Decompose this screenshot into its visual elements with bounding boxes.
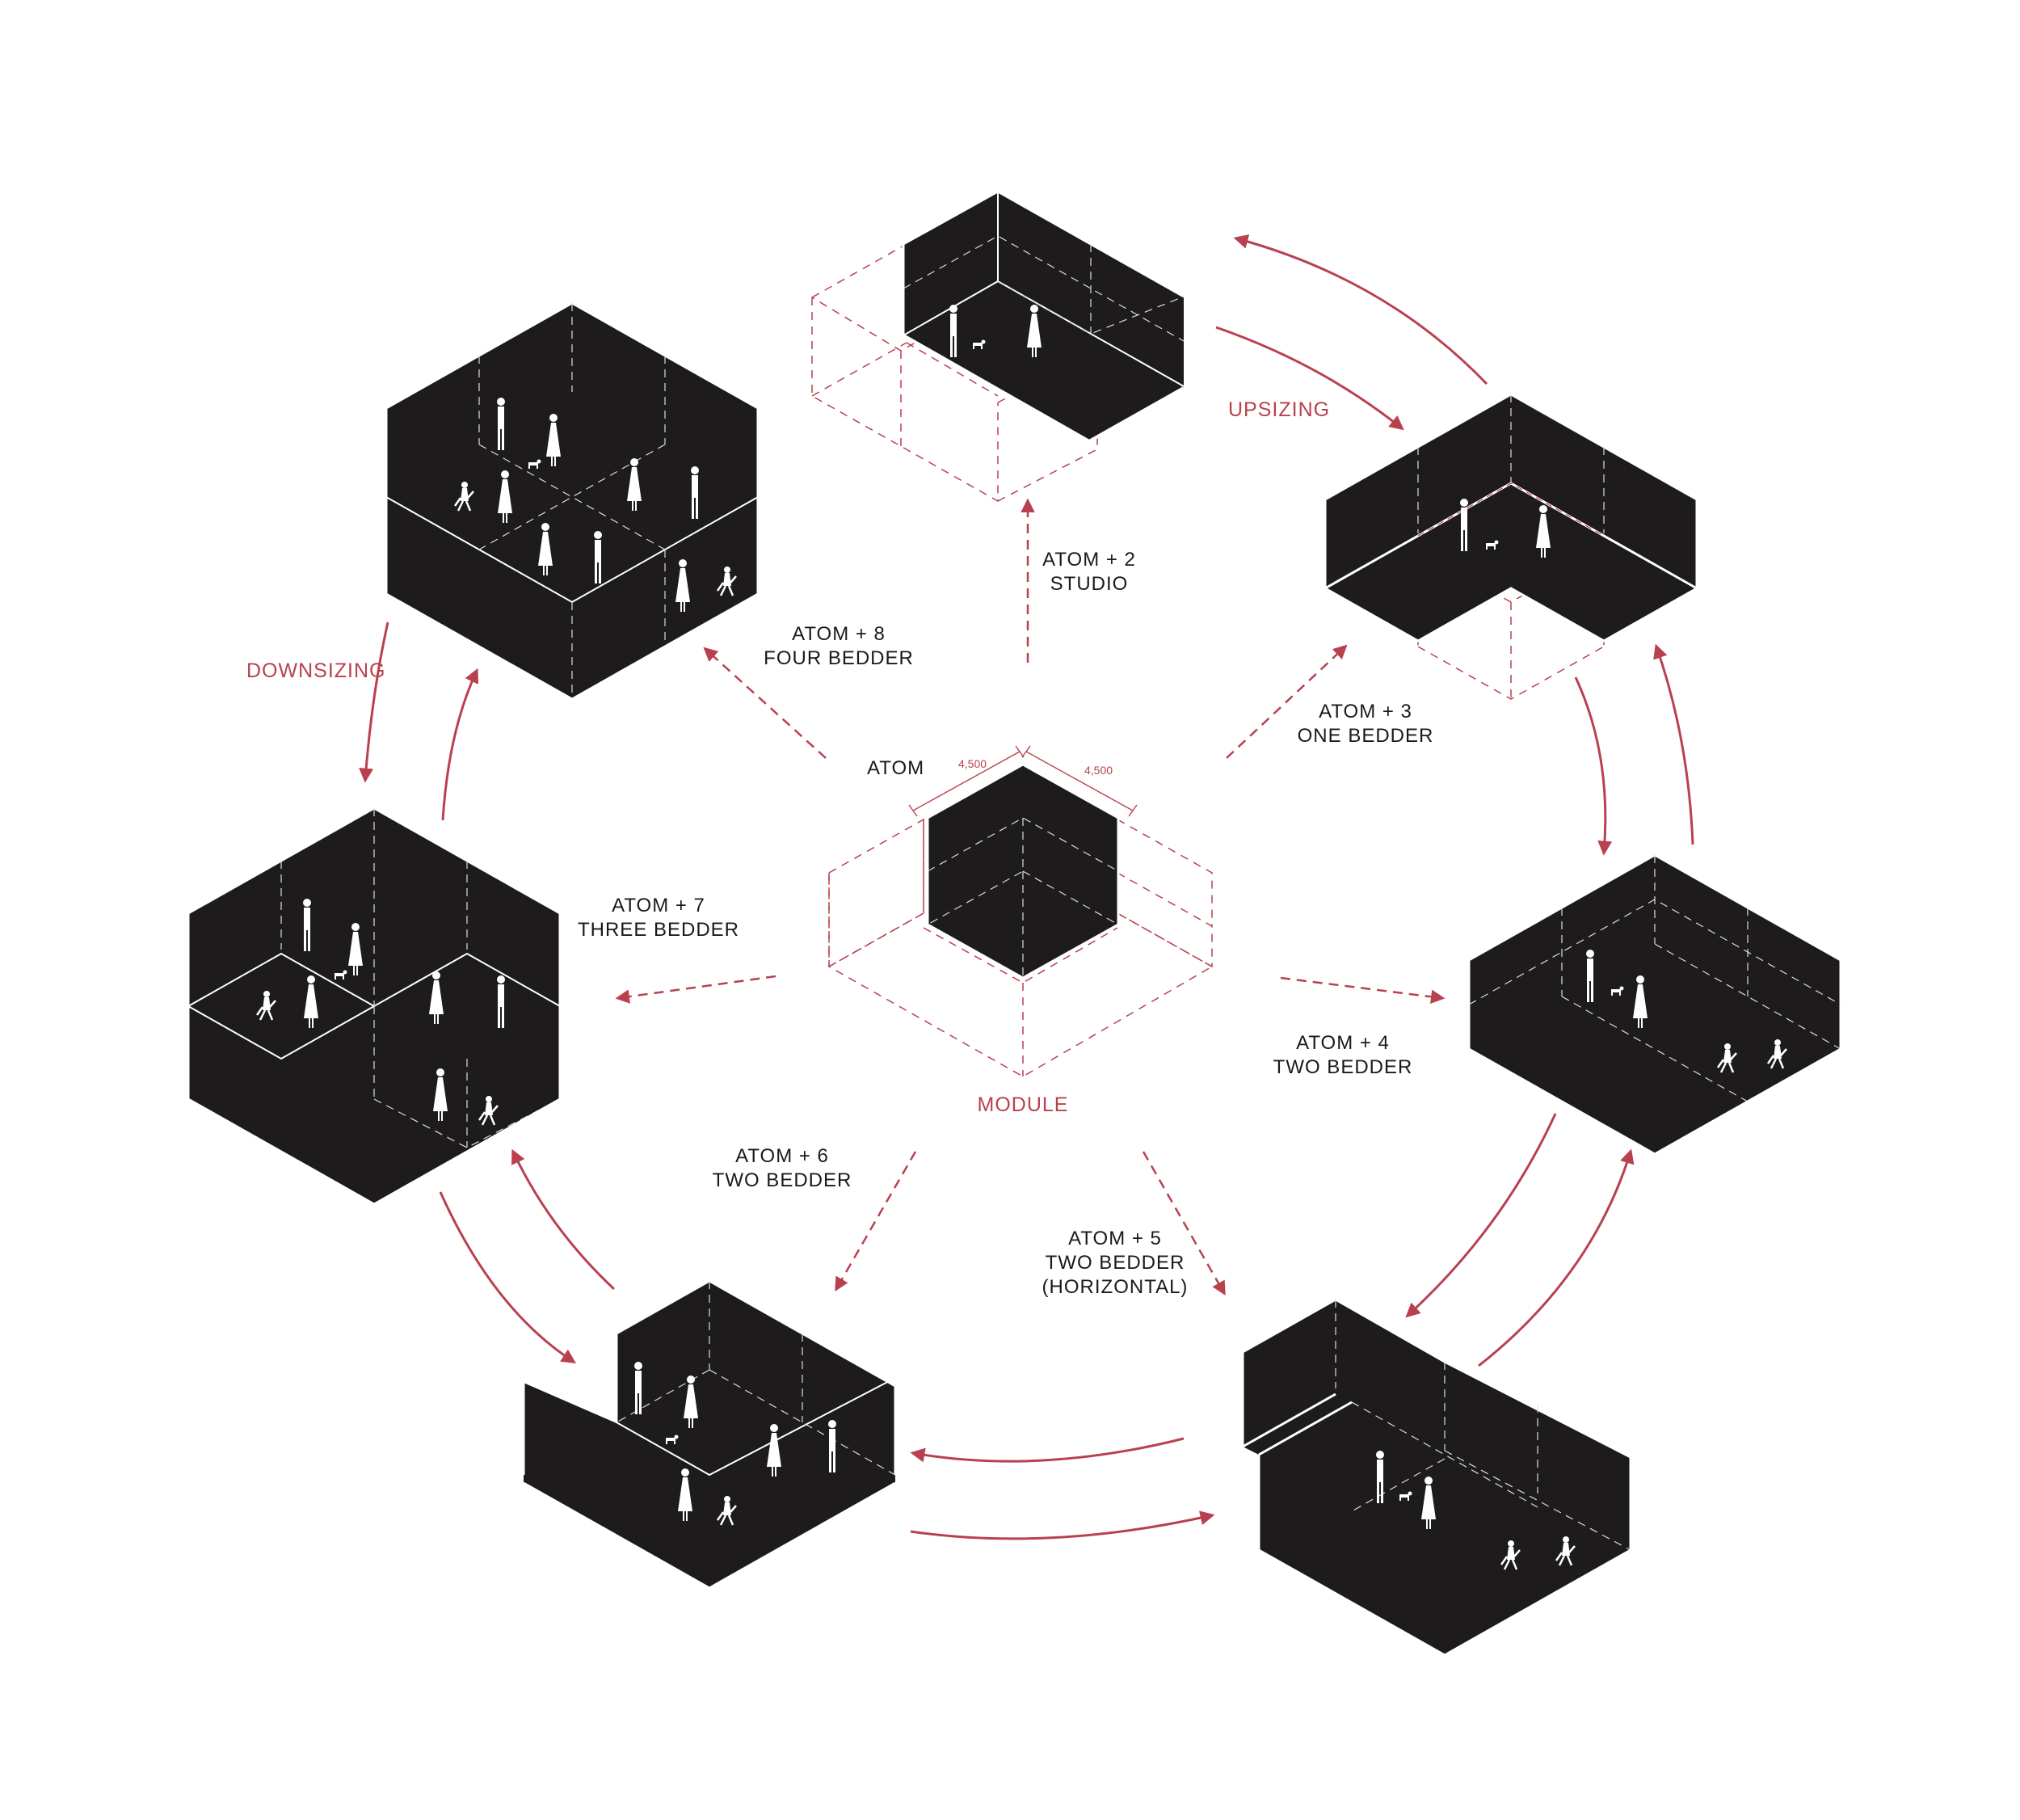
arrow-down-four-to-three xyxy=(359,621,389,783)
dim-left-label: 4,500 xyxy=(958,757,987,770)
arrow-to-four-bedder xyxy=(703,647,827,759)
label-atom-plus-7-line1: ATOM + 7 xyxy=(612,895,705,916)
label-atom-plus-8: ATOM + 8 FOUR BEDDER xyxy=(764,623,914,669)
label-atom-plus-6-line1: ATOM + 6 xyxy=(735,1145,829,1167)
arrow-to-two-bedder xyxy=(1280,976,1446,1004)
unit-two-bedder-volume xyxy=(1467,853,1842,1156)
arrow-to-one-bedder xyxy=(1226,644,1348,759)
atom-label: ATOM xyxy=(867,757,924,779)
arrow-up-horizontal-to-l xyxy=(910,1437,1185,1463)
label-atom-plus-7: ATOM + 7 THREE BEDDER xyxy=(578,895,739,941)
upsizing-label: UPSIZING xyxy=(1228,398,1330,421)
unit-two-bedder-l-volume xyxy=(522,1279,897,1590)
label-atom-plus-2: ATOM + 2 STUDIO xyxy=(1042,549,1136,595)
radial-arrows xyxy=(615,498,1446,1296)
dim-line-left xyxy=(912,751,1021,811)
dim-right-label: 4,500 xyxy=(1084,764,1113,777)
arrow-up-one-to-two xyxy=(1574,676,1613,856)
cycle-arrows xyxy=(359,234,1694,1540)
label-atom-plus-3-line2: ONE BEDDER xyxy=(1298,725,1434,747)
arrow-up-three-to-four xyxy=(441,668,479,821)
unit-three-bedder-volume xyxy=(187,807,562,1206)
arrow-down-three-to-l xyxy=(439,1191,577,1363)
unit-one-bedder-volume xyxy=(1324,393,1698,700)
label-atom-plus-4: ATOM + 4 TWO BEDDER xyxy=(1273,1032,1413,1078)
label-atom-plus-2-line2: STUDIO xyxy=(1050,573,1129,595)
label-atom-plus-6-line2: TWO BEDDER xyxy=(713,1169,852,1191)
arrow-up-l-to-three xyxy=(511,1148,616,1291)
arrow-up-studio-to-one xyxy=(1215,326,1404,431)
label-atom-plus-7-line2: THREE BEDDER xyxy=(578,919,739,941)
arrow-down-horizontal-to-two xyxy=(1478,1148,1635,1367)
arrow-up-two-to-horizontal xyxy=(1405,1113,1557,1318)
arrow-to-two-bedder-l xyxy=(835,1151,917,1292)
arrow-down-two-to-one xyxy=(1653,643,1694,845)
center-atom-group: 4,500 4,500 ATOM MODULE xyxy=(828,745,1213,1116)
label-atom-plus-6: ATOM + 6 TWO BEDDER xyxy=(713,1145,852,1191)
label-atom-plus-5-line1: ATOM + 5 xyxy=(1068,1228,1162,1249)
unit-two-bedder-horizontal-volume xyxy=(1241,1298,1632,1657)
label-atom-plus-4-line1: ATOM + 4 xyxy=(1296,1032,1390,1054)
label-atom-plus-4-line2: TWO BEDDER xyxy=(1273,1056,1413,1078)
arrow-down-l-to-horizontal xyxy=(910,1510,1215,1540)
label-atom-plus-8-line1: ATOM + 8 xyxy=(792,623,886,645)
label-atom-plus-5-line3: (HORIZONTAL) xyxy=(1042,1276,1189,1298)
label-atom-plus-5: ATOM + 5 TWO BEDDER (HORIZONTAL) xyxy=(1042,1228,1189,1298)
arrow-to-two-bedder-horizontal xyxy=(1142,1151,1226,1296)
arrow-to-three-bedder xyxy=(615,975,776,1004)
arrow-down-one-to-studio xyxy=(1233,234,1488,385)
unit-four-bedder-volume xyxy=(385,301,760,701)
module-label: MODULE xyxy=(978,1093,1069,1116)
module-dashed-outline xyxy=(828,818,1213,1077)
unit-studio-volume xyxy=(810,190,1185,503)
label-atom-plus-3: ATOM + 3 ONE BEDDER xyxy=(1298,701,1434,747)
downsizing-label: DOWNSIZING xyxy=(246,659,386,682)
label-atom-plus-3-line1: ATOM + 3 xyxy=(1319,701,1412,723)
label-atom-plus-8-line2: FOUR BEDDER xyxy=(764,647,914,669)
label-atom-plus-5-line2: TWO BEDDER xyxy=(1046,1252,1185,1274)
dim-line-right xyxy=(1025,751,1134,811)
label-atom-plus-2-line1: ATOM + 2 xyxy=(1042,549,1136,571)
